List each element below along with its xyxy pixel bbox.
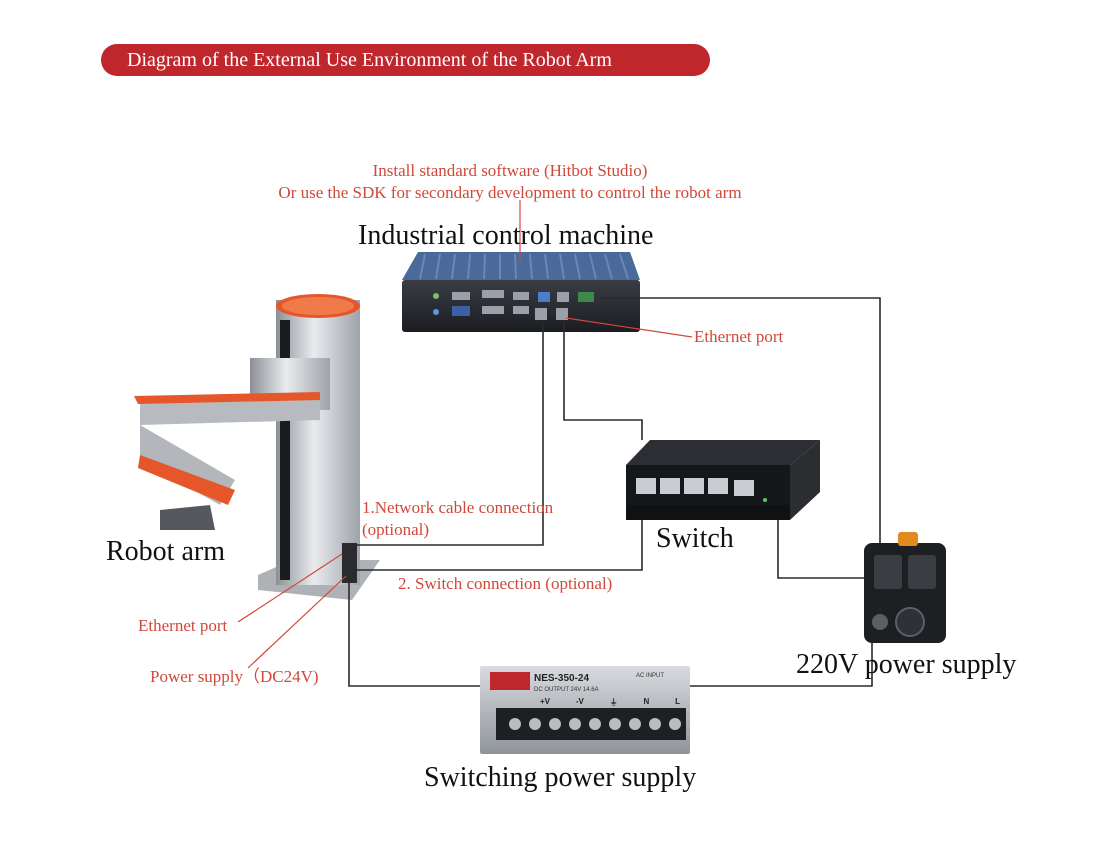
psu-terminal-labels: +V -V ⏚ N L <box>540 697 680 708</box>
label-power-supply-dc24v: Power supply（DC24V) <box>150 667 319 686</box>
label-robot-arm: Robot arm <box>106 536 225 567</box>
connection-wires <box>348 297 881 687</box>
switch-illustration <box>626 440 820 520</box>
wire-psu-to-robot-dc24v <box>348 575 480 687</box>
psu-terminal-minus-v: -V <box>575 697 584 706</box>
label-switch-connection: 2. Switch connection (optional) <box>398 574 613 593</box>
psu-dc-output-text: DC OUTPUT 24V 14.6A <box>534 687 599 693</box>
software-note-line2: Or use the SDK for secondary development… <box>278 183 742 202</box>
software-note: Install standard software (Hitbot Studio… <box>200 160 820 204</box>
label-network-cable: 1.Network cable connection (optional) <box>362 497 553 541</box>
diagram-title: Diagram of the External Use Environment … <box>127 49 612 71</box>
label-switch: Switch <box>656 523 734 554</box>
wire-ipc-ethernet-to-robot <box>357 322 544 546</box>
robot-arm-illustration <box>134 294 380 600</box>
psu-model-text: NES-350-24 <box>534 673 590 684</box>
psu-ac-input-text: AC INPUT <box>636 673 665 679</box>
label-industrial-pc: Industrial control machine <box>358 220 654 251</box>
software-note-line1: Install standard software (Hitbot Studio… <box>372 161 648 180</box>
label-switching-power-supply: Switching power supply <box>424 762 697 793</box>
label-network-cable-line1: 1.Network cable connection <box>362 498 554 517</box>
label-ethernet-port-ipc: Ethernet port <box>694 327 784 346</box>
psu-terminal-l: L <box>675 697 680 706</box>
wire-switch-to-robot <box>357 520 643 571</box>
wire-ipc-ethernet-to-switch <box>563 322 643 440</box>
mains-power-illustration <box>864 532 946 643</box>
psu-terminal-plus-v: +V <box>540 697 551 706</box>
label-220v-power-supply: 220V power supply <box>796 649 1017 680</box>
diagram-title-banner: Diagram of the External Use Environment … <box>101 44 710 76</box>
switching-psu-illustration <box>480 666 690 754</box>
industrial-pc-illustration <box>402 252 640 332</box>
annotation-pointers <box>237 200 693 669</box>
wire-psu-to-mains <box>690 643 873 687</box>
label-network-cable-line2: (optional) <box>362 520 430 539</box>
wire-ipc-power-to-mains <box>600 297 881 543</box>
label-ethernet-port-robot: Ethernet port <box>138 616 228 635</box>
psu-terminal-ground: ⏚ <box>609 698 618 707</box>
wire-switch-power-to-mains <box>777 520 864 579</box>
psu-terminal-n: N <box>643 697 650 706</box>
